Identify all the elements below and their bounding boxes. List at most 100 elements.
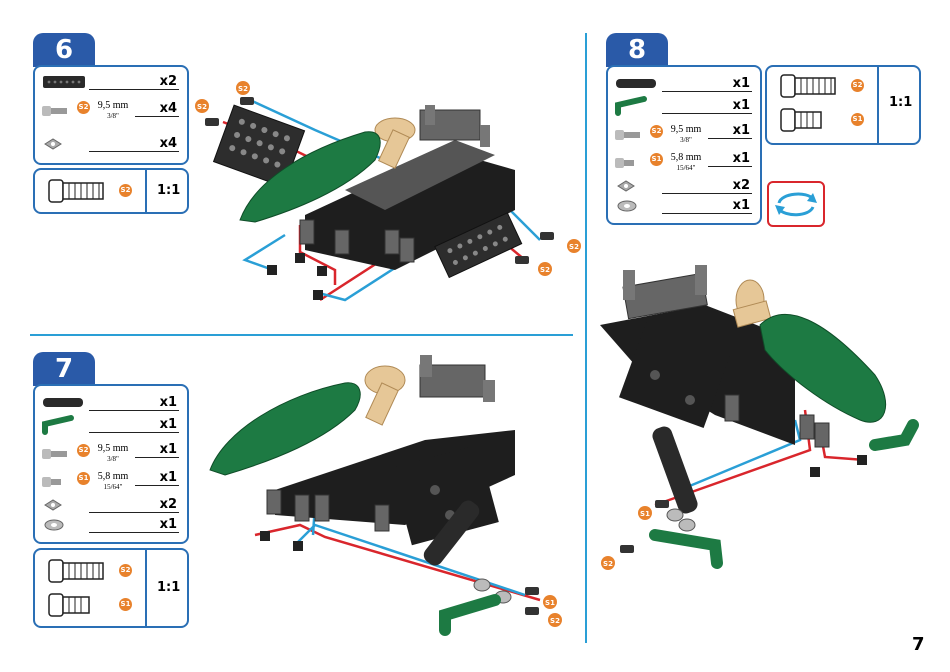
leader-line [708,138,752,139]
s2-callout: S2 [601,556,615,570]
leader-line [662,91,752,92]
scale-divider [145,170,147,212]
part-qty: x4 [160,101,177,116]
bolt-s1-icon [614,155,646,171]
s2-callout: S2 [548,613,562,627]
leader-line [135,485,179,486]
part-qty: x1 [733,76,750,91]
bolt-actual-size-icon [47,592,97,618]
bolt-actual-size-icon [47,558,107,584]
bolt-actual-size-icon [779,73,839,99]
step-8-number-tab: 8 [606,33,668,67]
part-qty: x2 [733,178,750,193]
section-divider-horizontal [30,334,573,336]
part-qty: x1 [160,517,177,532]
s1-badge: S1 [851,113,864,126]
bolt-actual-size-icon [47,178,107,204]
part-qty: x1 [733,98,750,113]
parts-row: x1 [35,414,187,436]
s2-callout: S2 [538,262,552,276]
scale-ratio: 1:1 [157,580,180,595]
s2-badge: S2 [119,184,132,197]
parts-row: x2 [35,494,187,516]
scale-ratio: 1:1 [889,95,912,110]
step-7-assembly-illustration: S1 S2 [205,345,575,640]
leader-line [708,166,752,167]
page-number: 7 [912,634,925,655]
scale-divider [877,67,879,143]
black-plate-icon [41,73,87,91]
black-bar-icon [614,77,660,91]
rotate-model-icon [767,181,825,227]
step-8-assembly-illustration: S1 S2 [595,245,930,580]
part-qty: x1 [160,417,177,432]
leader-line [89,89,179,90]
leader-line [89,410,179,411]
s1-badge: S1 [77,472,90,485]
square-nut-icon [616,179,636,193]
parts-row: x4 [35,133,187,155]
step-6-assembly-illustration: S2 S2 S2 S2 [195,70,585,315]
leader-line [89,512,179,513]
s2-callout: S2 [567,239,581,253]
s2-badge: S2 [77,101,90,114]
step-7-scale-box: S2 S1 1:1 [33,548,189,628]
parts-row: x2 [35,71,187,93]
svg-text:S2: S2 [238,85,248,93]
step-6-number-tab: 6 [33,33,95,67]
square-nut-icon [43,498,63,512]
svg-text:S1: S1 [545,599,555,607]
leader-line [135,457,179,458]
part-qty: x1 [160,470,177,485]
step-6-scale-box: S2 1:1 [33,168,189,214]
svg-text:S2: S2 [550,617,560,625]
part-qty: x1 [160,442,177,457]
part-qty: x4 [160,136,177,151]
leader-line [89,432,179,433]
s2-callout: S2 [236,81,250,95]
scale-ratio: 1:1 [157,183,180,198]
s1-badge: S1 [119,598,132,611]
bolt-s1-icon [41,474,73,490]
s1-callout: S1 [638,506,652,520]
svg-text:S2: S2 [197,103,207,111]
washer-icon [616,199,638,213]
green-bent-bar-icon [614,95,650,117]
s2-callout: S2 [195,99,209,113]
leader-line [135,116,179,117]
parts-row: x1 [35,392,187,414]
part-qty: x2 [160,497,177,512]
part-qty: x1 [160,395,177,410]
green-bent-bar-icon [41,414,77,436]
s2-badge: S2 [77,444,90,457]
leader-line [662,193,752,194]
leader-line [662,213,752,214]
svg-text:S1: S1 [640,510,650,518]
section-divider-vertical [585,33,587,643]
parts-row: x1 [608,95,760,117]
s1-callout: S1 [543,595,557,609]
s1-badge: S1 [650,153,663,166]
bolt-s2-icon [41,446,73,462]
s2-badge: S2 [650,125,663,138]
leader-line [89,151,179,152]
svg-text:S2: S2 [540,266,550,274]
washer-icon [43,518,65,532]
s2-badge: S2 [851,79,864,92]
parts-row: x2 [608,175,760,197]
s2-badge: S2 [119,564,132,577]
step-8-scale-box: S2 S1 1:1 [765,65,921,145]
svg-text:S2: S2 [569,243,579,251]
svg-text:S2: S2 [603,560,613,568]
square-nut-icon [43,137,63,151]
part-qty: x1 [733,151,750,166]
leader-line [662,113,752,114]
